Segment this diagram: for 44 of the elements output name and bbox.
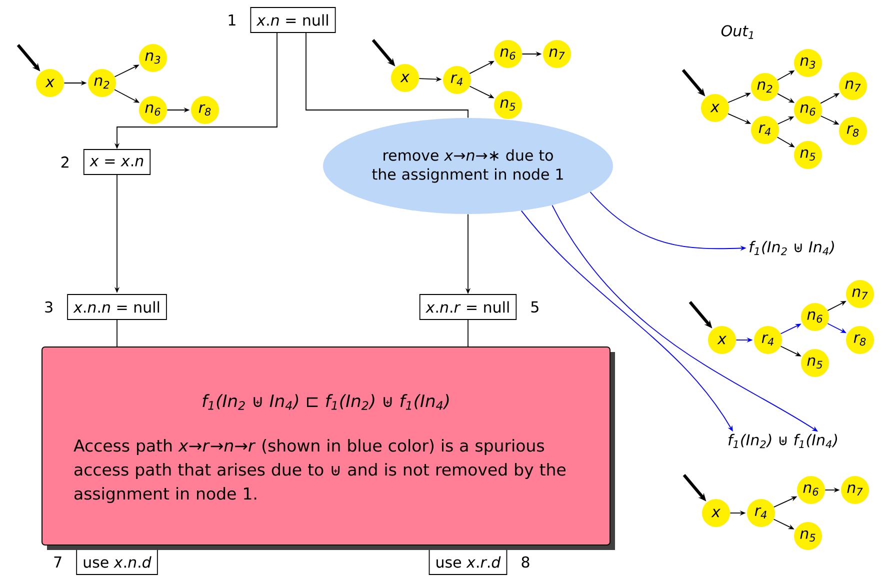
heap-node: n$_{6}$ [494,40,522,68]
heap-node: n$_{7}$ [543,40,571,68]
heap-node: r$_{4}$ [443,66,471,94]
heap-node: n$_{2}$ [88,69,116,97]
heap-node: r$_{8}$ [191,96,219,124]
statement-box: x = x.n [83,149,151,175]
heap-node: n$_{6}$ [797,476,825,504]
heap-node: n$_{6}$ [794,96,822,124]
graph-title: Out$_{1}$ [721,25,754,39]
heap-node: n$_{2}$ [751,73,780,101]
step-number: 1 [228,14,236,26]
statement-box: use x.r.d [428,549,508,575]
step-number: 2 [61,156,68,168]
step-number: 5 [531,301,538,313]
heap-node: n$_{5}$ [794,141,822,169]
heap-node: n$_{3}$ [139,44,167,72]
heap-node: x [702,499,730,527]
formula-label: f$_{1}$(In$_{2}$ ⊎ In$_{4}$) [750,240,834,256]
heap-node: r$_{8}$ [846,326,874,354]
step-number: 3 [45,301,52,313]
heap-node: x [701,94,729,122]
heap-node: n$_{7}$ [839,72,868,100]
heap-node: n$_{5}$ [494,91,522,119]
heap-node: x [708,326,736,354]
heap-node: n$_{6}$ [139,96,167,124]
step-number: 7 [54,556,62,568]
heap-node: r$_{8}$ [839,117,868,145]
statement-box: use x.n.d [76,549,158,575]
heap-node: x [36,69,64,97]
heap-node: n$_{5}$ [801,349,829,377]
statement-box: x.n = null [250,7,336,33]
heap-node: n$_{7}$ [841,476,869,504]
heap-node: n$_{7}$ [846,280,874,308]
heap-node: r$_{4}$ [751,116,780,144]
statement-box: x.n.r = null [419,294,517,320]
statement-box: x.n.n = null [67,294,167,320]
heap-node: x [391,64,419,92]
step-number: 8 [522,556,530,568]
heap-node: r$_{4}$ [747,499,775,527]
heap-node: n$_{6}$ [801,303,829,331]
heap-node: n$_{3}$ [794,49,822,77]
heap-node: r$_{4}$ [754,326,782,354]
formula-label: f$_{1}$(In$_{2}$) ⊎ f$_{1}$(In$_{4}$) [728,434,837,448]
heap-node: n$_{5}$ [794,522,822,550]
